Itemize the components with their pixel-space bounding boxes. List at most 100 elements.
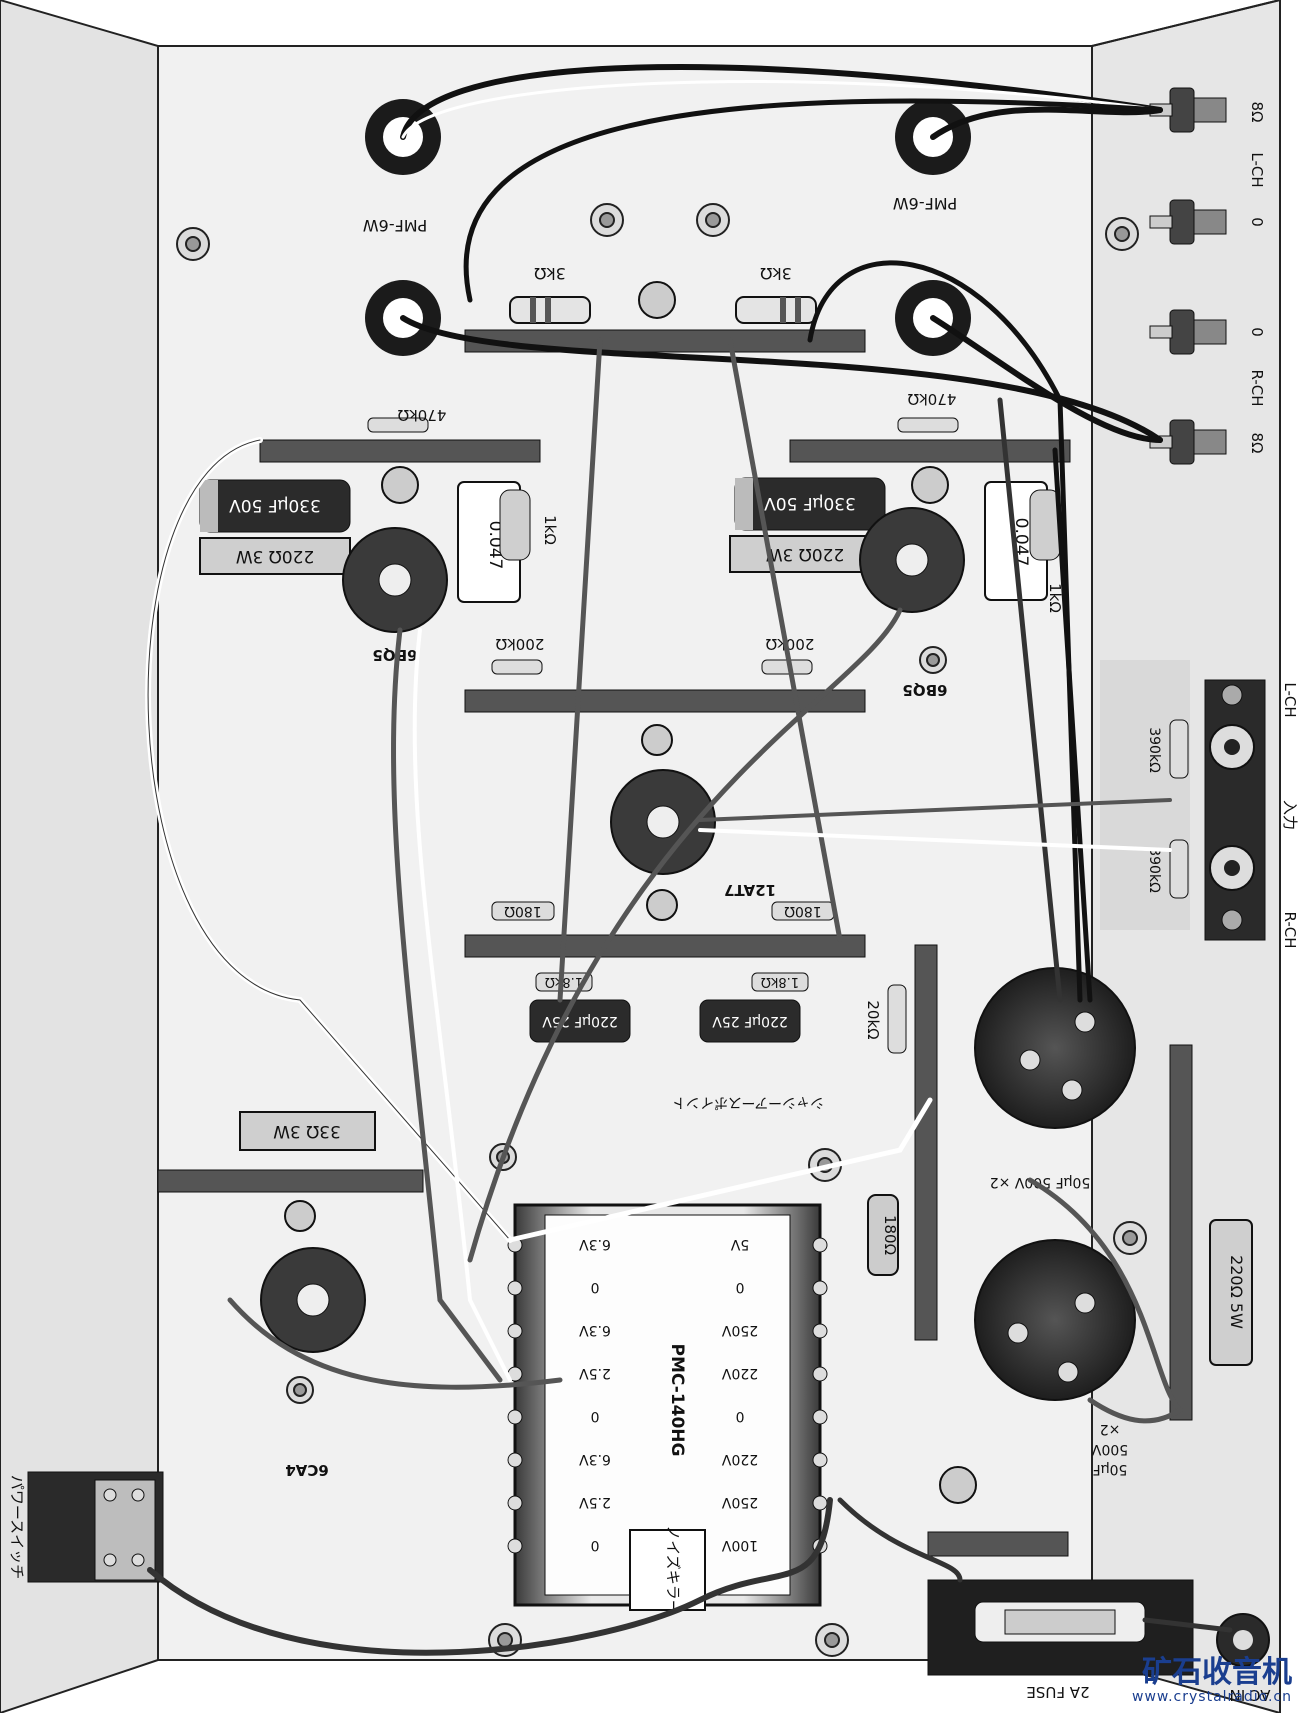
res-3k-left-label: 3kΩ bbox=[534, 264, 566, 283]
terminal-strip-200k bbox=[464, 659, 866, 756]
capacitor-330uf-left bbox=[199, 479, 351, 533]
cap-220-right-label: 220μF 25V bbox=[712, 1013, 788, 1029]
resistor-3k-left bbox=[509, 296, 591, 324]
tube-6ca4-label: 6CA4 bbox=[285, 1461, 329, 1479]
terminal-strip-top bbox=[464, 281, 866, 353]
res-1k-right-label: 1kΩ bbox=[1046, 583, 1064, 613]
input-jack-panel bbox=[1204, 679, 1266, 941]
terminal-strip-6bq5-right bbox=[789, 439, 1071, 504]
res-33-3w-label: 33Ω 3W bbox=[273, 1121, 341, 1141]
terminal-strip-ps bbox=[867, 944, 938, 1341]
res-470k-right-label: 470kΩ bbox=[908, 390, 957, 408]
transformer-tap-label: 220V bbox=[721, 1451, 758, 1467]
input-label: 入力 bbox=[1281, 800, 1299, 830]
fuse-holder bbox=[927, 1466, 1194, 1676]
tube-12at7-label: 12AT7 bbox=[724, 881, 776, 899]
watermark: 矿石收音机 www.crystalradio.cn bbox=[1132, 1655, 1292, 1706]
transformer-tap-label: 0 bbox=[591, 1279, 600, 1295]
terminal-strip-6ca4 bbox=[157, 1111, 424, 1232]
res-18k-left-label: 1.8kΩ bbox=[545, 974, 583, 989]
transformer-tap-label: 2.5V bbox=[579, 1494, 611, 1510]
pmf-right-label: PMF-6W bbox=[893, 194, 958, 213]
ac-inlet[interactable] bbox=[1216, 1613, 1270, 1667]
transformer-tap-label: 250V bbox=[721, 1322, 758, 1338]
speaker-terminal-0-l[interactable] bbox=[1149, 199, 1227, 245]
noise-killer-label: ノイズキラー bbox=[664, 1525, 682, 1615]
cap-50-lower-b-label: 500V bbox=[1091, 1441, 1128, 1457]
noise-killer bbox=[629, 1529, 706, 1611]
sp-0-a-label: 0 bbox=[1248, 217, 1266, 227]
speaker-terminal-8ohm-l[interactable] bbox=[1149, 87, 1227, 133]
cap-50-lower-c-label: ×2 bbox=[1100, 1421, 1121, 1437]
watermark-cn: 矿石收音机 bbox=[1142, 1655, 1292, 1690]
res-220-right-label: 220Ω 3W bbox=[766, 544, 845, 564]
cap-50-lower-a-label: 50μF bbox=[1093, 1461, 1128, 1477]
tube-socket-6bq5-left bbox=[342, 527, 448, 633]
sp-8-top-label: 8Ω bbox=[1248, 101, 1266, 122]
input-lch-label: L-CH bbox=[1281, 682, 1299, 717]
capacitor-50uf-lower bbox=[974, 1239, 1136, 1401]
res-220-left-label: 220Ω 3W bbox=[236, 546, 315, 566]
transformer-tap-label: 0 bbox=[591, 1537, 600, 1553]
capacitor-50uf-upper bbox=[974, 967, 1136, 1129]
transformer-tap-label: 100V bbox=[721, 1537, 758, 1553]
tube-socket-12at7 bbox=[610, 769, 716, 875]
input-rch-label: R-CH bbox=[1281, 912, 1299, 949]
transformer-pin bbox=[507, 1452, 523, 1468]
res-180-right-label: 180Ω bbox=[784, 903, 822, 919]
transformer-pin bbox=[812, 1237, 828, 1253]
resistor-470k-right bbox=[897, 417, 959, 433]
tube-socket-6bq5-right bbox=[859, 507, 965, 613]
sp-8-bottom-label: 8Ω bbox=[1248, 432, 1266, 453]
transformer-pin bbox=[812, 1280, 828, 1296]
cap-330-left-label: 330μF 50V bbox=[229, 495, 321, 515]
fuse-label: 2A FUSE bbox=[1026, 1683, 1089, 1701]
sp-rch-label: R-CH bbox=[1248, 370, 1266, 407]
cap-220-left-label: 220μF 25V bbox=[542, 1013, 618, 1029]
transformer-pin bbox=[812, 1409, 828, 1425]
res-3k-right-label: 3kΩ bbox=[760, 264, 792, 283]
res-1k-left-label: 1kΩ bbox=[541, 515, 559, 545]
pmf-left-label: PMF-6W bbox=[363, 216, 428, 235]
transformer-tap-label: 0 bbox=[736, 1408, 745, 1424]
cap-50-upper-label: 50μF 500V ×2 bbox=[990, 1174, 1091, 1190]
resistor-1k-left bbox=[499, 489, 531, 561]
transformer-tap-label: 220V bbox=[721, 1365, 758, 1381]
transformer-pin bbox=[507, 1323, 523, 1339]
transformer-pin bbox=[812, 1495, 828, 1511]
power-switch-label: パワースイッチ bbox=[8, 1475, 26, 1579]
power-switch[interactable] bbox=[27, 1471, 164, 1583]
resistor-390k-top bbox=[1169, 719, 1189, 779]
transformer-pin bbox=[812, 1366, 828, 1382]
transformer-pin bbox=[507, 1538, 523, 1554]
sp-0-b-label: 0 bbox=[1248, 327, 1266, 337]
resistor-1k-right bbox=[1029, 489, 1061, 561]
transformer-tap-label: 250V bbox=[721, 1494, 758, 1510]
resistor-390k-bottom bbox=[1169, 839, 1189, 899]
res-220-5w-label: 220Ω 5W bbox=[1227, 1255, 1246, 1329]
transformer-tap-label: 5V bbox=[730, 1236, 749, 1252]
res-200k-left-label: 200kΩ bbox=[496, 635, 545, 653]
tube-6bq5-right-label: 6BQ5 bbox=[902, 681, 947, 699]
ac-in-label: AC IN bbox=[1230, 1686, 1271, 1704]
transformer-tap-label: 0 bbox=[591, 1408, 600, 1424]
transformer-pin bbox=[507, 1495, 523, 1511]
capacitor-330uf-right bbox=[734, 477, 886, 531]
res-390k-bottom-label: 390kΩ bbox=[1146, 847, 1162, 893]
res-200k-right-label: 200kΩ bbox=[766, 635, 815, 653]
transformer-tap-label: 6.3V bbox=[579, 1451, 611, 1467]
cap-330-right-label: 330μF 50V bbox=[764, 493, 856, 513]
terminal-strip-6bq5-left bbox=[259, 439, 541, 504]
wiring bbox=[145, 63, 1233, 1656]
tube-socket-6ca4 bbox=[260, 1247, 366, 1353]
transformer-pin bbox=[812, 1323, 828, 1339]
chassis-ground-label: シャシーアースポイント bbox=[672, 1094, 824, 1110]
transformer-pin bbox=[812, 1452, 828, 1468]
speaker-terminal-0-r[interactable] bbox=[1149, 309, 1227, 355]
watermark-url: www.crystalradio.cn bbox=[1132, 1689, 1292, 1705]
transformer-tap-label: 2.5V bbox=[579, 1365, 611, 1381]
res-20k-label: 20kΩ bbox=[864, 1000, 882, 1039]
